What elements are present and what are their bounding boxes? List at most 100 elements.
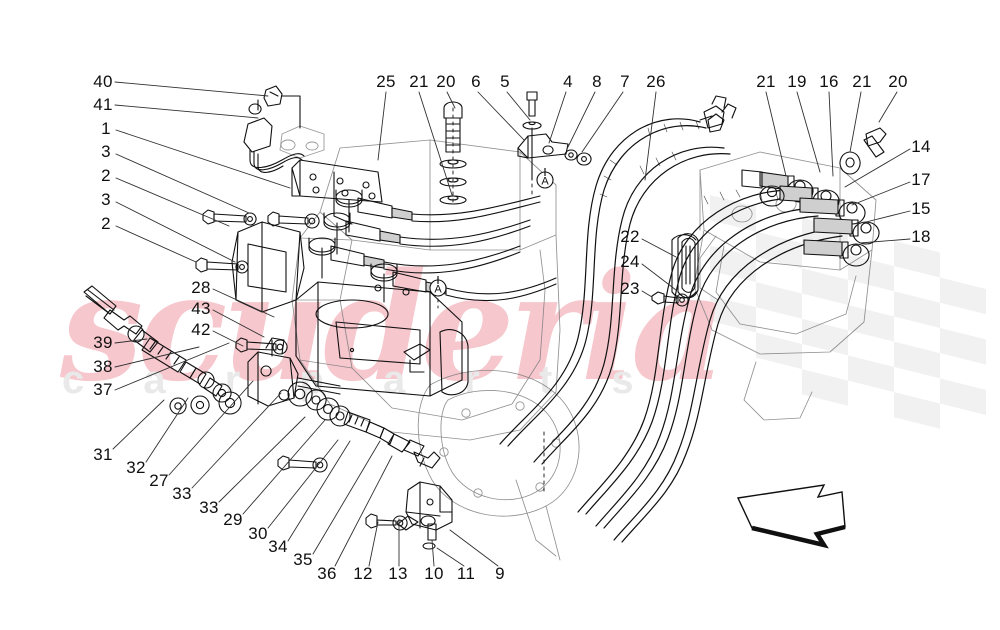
- callout-number-21: 21: [852, 72, 872, 91]
- leader-line-27: [168, 380, 254, 476]
- callout-number-3: 3: [101, 190, 111, 209]
- callout-number-38: 38: [93, 357, 113, 376]
- leader-line-9: [449, 529, 499, 567]
- callout-number-30: 30: [248, 524, 268, 543]
- callout-number-16: 16: [819, 72, 839, 91]
- callout-number-21: 21: [756, 72, 776, 91]
- leader-line-36: [334, 455, 393, 567]
- leader-line-38: [114, 346, 200, 368]
- leader-line-4: [548, 91, 567, 144]
- callout-number-22: 22: [620, 227, 640, 246]
- callout-number-13: 13: [388, 564, 408, 583]
- leader-line-32: [145, 397, 189, 463]
- leader-line-24: [641, 263, 677, 291]
- callout-number-1: 1: [101, 119, 111, 138]
- leader-line-33: [218, 416, 306, 503]
- callout-number-33: 33: [172, 484, 192, 503]
- callout-number-23: 23: [620, 279, 640, 298]
- callout-number-36: 36: [317, 564, 337, 583]
- direction-arrow: [736, 484, 846, 549]
- callout-number-2: 2: [101, 214, 111, 233]
- leader-line-23: [641, 290, 653, 298]
- section-marker-a: A: [429, 279, 447, 297]
- callout-number-6: 6: [471, 72, 481, 91]
- leader-line-42: [212, 330, 244, 347]
- leader-line-18: [859, 238, 911, 244]
- leader-line-6: [477, 91, 525, 141]
- leader-line-17: [851, 181, 911, 206]
- section-marker-label: A: [434, 284, 442, 296]
- callout-number-20: 20: [436, 72, 456, 91]
- leader-line-40: [114, 81, 269, 97]
- leader-line-28: [212, 288, 275, 318]
- leader-line-35: [312, 440, 381, 555]
- callout-number-28: 28: [191, 278, 211, 297]
- leader-line-10: [431, 539, 435, 567]
- leader-line-34: [287, 440, 351, 542]
- leader-line-19: [796, 91, 821, 173]
- callout-number-2: 2: [101, 166, 111, 185]
- callout-number-27: 27: [149, 471, 169, 490]
- leader-line-31: [112, 399, 165, 450]
- leader-line-21: [849, 91, 862, 153]
- leader-line-3: [115, 153, 250, 214]
- callout-number-11: 11: [456, 564, 476, 583]
- callout-number-18: 18: [911, 227, 931, 246]
- callout-number-20: 20: [888, 72, 908, 91]
- callout-number-7: 7: [620, 72, 630, 91]
- callout-number-5: 5: [500, 72, 510, 91]
- leader-line-8: [567, 91, 596, 148]
- leader-line-25: [377, 91, 387, 161]
- leader-line-33: [191, 392, 282, 489]
- callout-number-29: 29: [223, 510, 243, 529]
- callout-number-8: 8: [592, 72, 602, 91]
- leader-line-37: [114, 342, 230, 391]
- leader-line-21: [765, 91, 787, 177]
- callout-number-42: 42: [191, 320, 211, 339]
- leader-line-30: [267, 439, 339, 529]
- callout-number-35: 35: [293, 550, 313, 569]
- callout-number-32: 32: [126, 458, 146, 477]
- callout-number-39: 39: [93, 333, 113, 352]
- leader-line-21: [418, 91, 453, 196]
- callout-number-34: 34: [268, 537, 288, 556]
- callout-number-4: 4: [563, 72, 573, 91]
- callout-number-21: 21: [409, 72, 429, 91]
- callout-number-41: 41: [93, 95, 113, 114]
- leader-line-26: [644, 91, 657, 181]
- callout-number-15: 15: [911, 199, 931, 218]
- callout-number-14: 14: [911, 137, 931, 156]
- callout-number-37: 37: [93, 380, 113, 399]
- callout-number-43: 43: [191, 299, 211, 318]
- section-marker-label: A: [541, 176, 549, 188]
- leader-line-14: [844, 148, 911, 188]
- leader-line-3: [115, 201, 236, 263]
- callout-number-26: 26: [646, 72, 666, 91]
- leader-line-43: [212, 309, 265, 338]
- leader-line-20: [878, 91, 898, 123]
- leader-line-29: [242, 419, 326, 515]
- leader-line-22: [641, 238, 677, 258]
- leader-line-7: [581, 91, 624, 153]
- callout-number-25: 25: [376, 72, 396, 91]
- callout-number-24: 24: [620, 252, 640, 271]
- callout-number-33: 33: [199, 498, 219, 517]
- leader-line-41: [114, 104, 259, 119]
- leader-line-12: [368, 521, 379, 567]
- callout-number-19: 19: [787, 72, 807, 91]
- callout-number-3: 3: [101, 142, 111, 161]
- leader-line-39: [114, 338, 148, 344]
- leader-line-20: [446, 91, 456, 109]
- leader-line-16: [828, 91, 834, 177]
- leader-line-1: [115, 129, 291, 189]
- callout-number-10: 10: [424, 564, 444, 583]
- leader-line-11: [436, 547, 465, 567]
- callout-number-12: 12: [353, 564, 373, 583]
- callout-number-17: 17: [911, 170, 931, 189]
- callout-number-31: 31: [93, 445, 113, 464]
- leader-line-15: [865, 210, 911, 223]
- leader-line-2: [115, 177, 230, 227]
- callout-number-40: 40: [93, 72, 113, 91]
